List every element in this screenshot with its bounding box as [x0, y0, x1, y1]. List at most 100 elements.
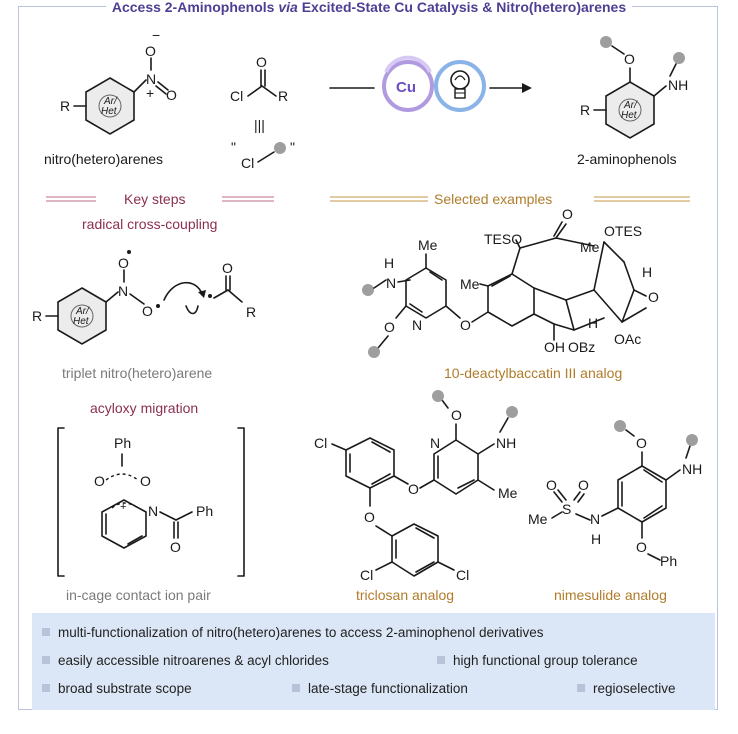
chloride-label: Cl	[456, 567, 469, 583]
obz-label: OBz	[568, 339, 595, 355]
key-steps-heading: Key steps	[124, 191, 185, 207]
carbonyl-o-label: O	[256, 54, 267, 70]
nimesulide-analog-structure: Me S O O N H O NH O Ph	[528, 420, 702, 569]
nitrogen-label: N	[412, 317, 422, 333]
ring-label: Het	[101, 106, 118, 117]
oxygen-label: O	[578, 477, 589, 493]
ring-label: Ar/	[623, 100, 638, 111]
sulfur-label: S	[562, 501, 571, 517]
oxygen-label: O	[408, 481, 419, 497]
methyl-label: Me	[498, 485, 518, 501]
bullet-square-icon	[42, 684, 50, 692]
features-panel: multi-functionalization of nitro(hetero)…	[32, 613, 715, 710]
nitrogen-label: N	[430, 435, 440, 451]
oxygen-label: O	[140, 473, 151, 489]
bullet-square-icon	[437, 656, 445, 664]
h-label: H	[384, 255, 394, 271]
figure-frame	[18, 6, 718, 710]
cation-charge: +	[120, 501, 126, 513]
nitro-o-label: O	[166, 87, 177, 103]
nitrogen-label: N	[118, 283, 128, 299]
chloride-label: Cl	[230, 88, 243, 104]
acyl-dot	[368, 346, 380, 358]
phenyl-label: Ph	[114, 435, 131, 451]
oxygen-label: O	[451, 407, 462, 423]
r-group-label: R	[580, 102, 590, 118]
chloride-label: Cl	[314, 435, 327, 451]
h-label: H	[588, 315, 598, 331]
amine-substituent-dot	[673, 52, 685, 64]
oh-label: OH	[544, 339, 565, 355]
baccatin-analog-structure: H N Me N O O Me TESO O Me OTES H O	[362, 206, 659, 358]
nitrogen-label: N	[148, 503, 158, 519]
h-label: H	[591, 531, 601, 547]
nitrogen-label: N	[386, 275, 396, 291]
chloride-label: Cl	[241, 155, 254, 171]
r-group-label: R	[60, 98, 70, 114]
h-label: H	[642, 264, 652, 280]
bullet-square-icon	[292, 684, 300, 692]
ring-label: Het	[621, 110, 638, 121]
bullet-square-icon	[577, 684, 585, 692]
equivalence-symbol: |||	[254, 117, 265, 133]
acyl-dot	[614, 420, 626, 432]
amine-substituent-dot	[506, 406, 518, 418]
nitrogen-label: N	[590, 511, 600, 527]
radical-coupling-heading: radical cross-coupling	[82, 216, 217, 232]
feature-item: high functional group tolerance	[437, 653, 638, 668]
teso-label: TESO	[484, 231, 522, 247]
radical-dot	[274, 142, 286, 154]
nh-label: NH	[668, 77, 688, 93]
oxygen-label: O	[170, 539, 181, 555]
figure-title: Access 2-Aminophenols via Excited-State …	[0, 0, 738, 15]
amine-substituent-dot	[686, 434, 698, 446]
amine-substituent-dot	[362, 284, 374, 296]
oxygen-label: O	[624, 51, 635, 67]
feature-item: regioselective	[577, 681, 676, 696]
r-group-label: R	[278, 88, 288, 104]
chloride-label: Cl	[360, 567, 373, 583]
bullet-square-icon	[42, 656, 50, 664]
acyloxy-migration-heading: acyloxy migration	[90, 400, 198, 416]
nh-label: NH	[496, 435, 516, 451]
nitro-n-label: N	[146, 71, 156, 87]
acyl-chloride-structure: Cl O R ||| " Cl "	[230, 54, 295, 171]
acyl-dot	[432, 390, 444, 402]
r-group-label: R	[246, 304, 256, 320]
selected-examples-heading: Selected examples	[434, 191, 552, 207]
svg-text:−: −	[152, 27, 160, 43]
oxygen-label: O	[460, 317, 471, 333]
title-text-post: Excited-State Cu Catalysis & Nitro(heter…	[297, 0, 627, 15]
r-group-label: R	[32, 308, 42, 324]
phenyl-label: Ph	[196, 503, 213, 519]
quote-mark: "	[231, 139, 236, 155]
acyl-dot	[600, 36, 612, 48]
nh-label: NH	[682, 461, 702, 477]
oxygen-label: O	[636, 435, 647, 451]
nitro-o-label: O	[145, 43, 156, 59]
ion-pair-label: in-cage contact ion pair	[66, 587, 211, 603]
feature-item: late-stage functionalization	[292, 681, 468, 696]
product-label: 2-aminophenols	[577, 151, 677, 167]
feature-item: broad substrate scope	[42, 681, 192, 696]
reaction-arrow: Cu	[329, 55, 532, 112]
feature-item: multi-functionalization of nitro(hetero)…	[42, 625, 544, 640]
feature-item: easily accessible nitroarenes & acyl chl…	[42, 653, 329, 668]
methyl-label: Me	[580, 239, 600, 255]
cu-catalyst-badge	[382, 60, 434, 112]
otes-label: OTES	[604, 223, 642, 239]
methyl-label: Me	[418, 237, 438, 253]
ion-pair-structure: Ph O O + N O Ph	[57, 427, 245, 577]
carbonyl-o-label: O	[562, 206, 573, 222]
quote-mark: "	[290, 139, 295, 155]
aminophenol-product-structure: Ar/ Het R O NH	[580, 36, 688, 139]
oxygen-label: O	[546, 477, 557, 493]
oxygen-label: O	[142, 303, 153, 319]
cu-label: Cu	[396, 79, 416, 96]
oxygen-label: O	[636, 539, 647, 555]
oxygen-label: O	[94, 473, 105, 489]
oxygen-label: O	[118, 255, 129, 271]
oxygen-label: O	[648, 289, 659, 305]
triplet-label: triplet nitro(hetero)arene	[62, 365, 212, 381]
